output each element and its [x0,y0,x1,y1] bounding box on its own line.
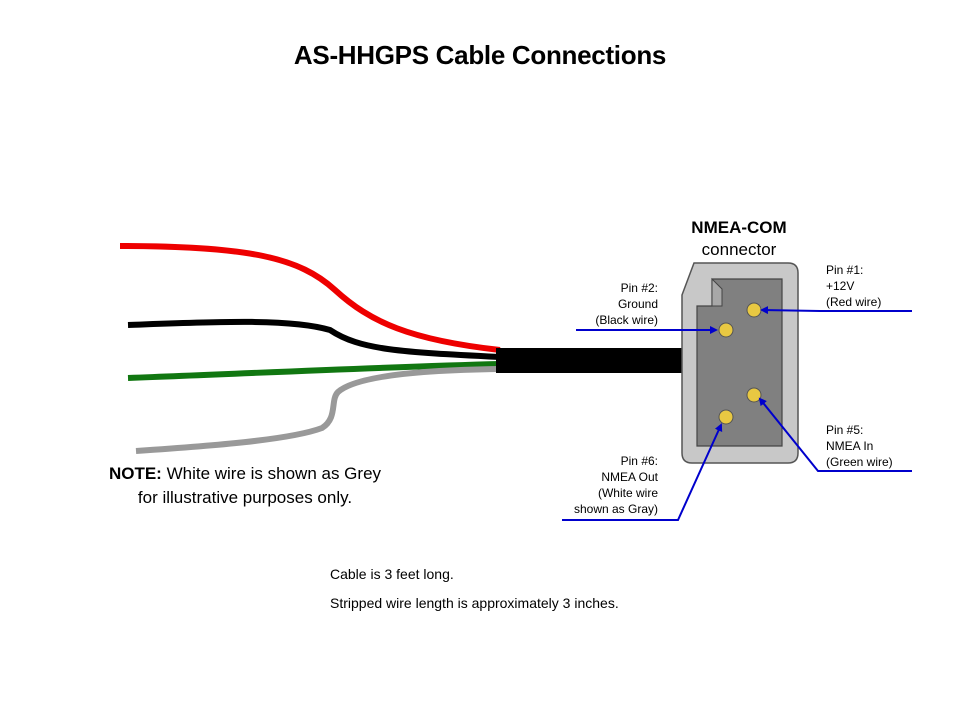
diagram-title: AS-HHGPS Cable Connections [293,40,667,70]
pin-6 [718,409,734,425]
pin-5-number: Pin #5: [826,423,864,437]
pin-2-function: Ground [617,297,658,311]
pin-1-label: Pin #1: +12V (Red wire) [826,262,881,310]
note-text: NOTE: White wire is shown as Grey for il… [60,462,430,510]
connector-title: NMEA-COM connector [672,217,806,261]
red-wire [119,243,501,353]
pin-2-label: Pin #2: Ground (Black wire) [560,280,658,328]
pin-1-function: +12V [826,279,855,293]
note-line-1: White wire is shown as Grey [161,464,382,483]
cable-jacket [496,348,684,373]
pin-2 [718,322,734,338]
pin-5-function: NMEA In [826,439,874,453]
note-label: NOTE: [108,464,162,483]
leader-pin-1 [760,306,912,315]
stripped-length-text: Stripped wire length is approximately 3 … [330,595,619,611]
black-wire [127,318,501,360]
pin-5 [746,387,762,403]
connector-name: NMEA-COM [691,218,787,237]
connector-subtitle: connector [701,240,777,259]
connector-key [711,277,723,307]
pin-1 [746,302,762,318]
pin-1-number: Pin #1: [826,263,864,277]
leader-pin-5 [758,397,912,472]
grey-wire [135,366,501,454]
pin-6-wire-note: shown as Gray) [573,502,658,516]
pin-6-function: NMEA Out [601,470,658,484]
pin-6-label: Pin #6: NMEA Out (White wire shown as Gr… [540,453,658,517]
pin-6-wire: (White wire [597,486,658,500]
pin-2-wire: (Black wire) [595,313,658,327]
pin-2-number: Pin #2: [620,281,658,295]
green-wire [127,361,501,381]
note-line-2: for illustrative purposes only. [137,488,353,507]
pin-6-number: Pin #6: [620,454,658,468]
cable-length-text: Cable is 3 feet long. [330,566,454,582]
leader-pin-6 [562,423,723,521]
pin-1-wire: (Red wire) [826,295,882,309]
pin-5-wire: (Green wire) [826,455,893,469]
pin-5-label: Pin #5: NMEA In (Green wire) [826,422,893,470]
